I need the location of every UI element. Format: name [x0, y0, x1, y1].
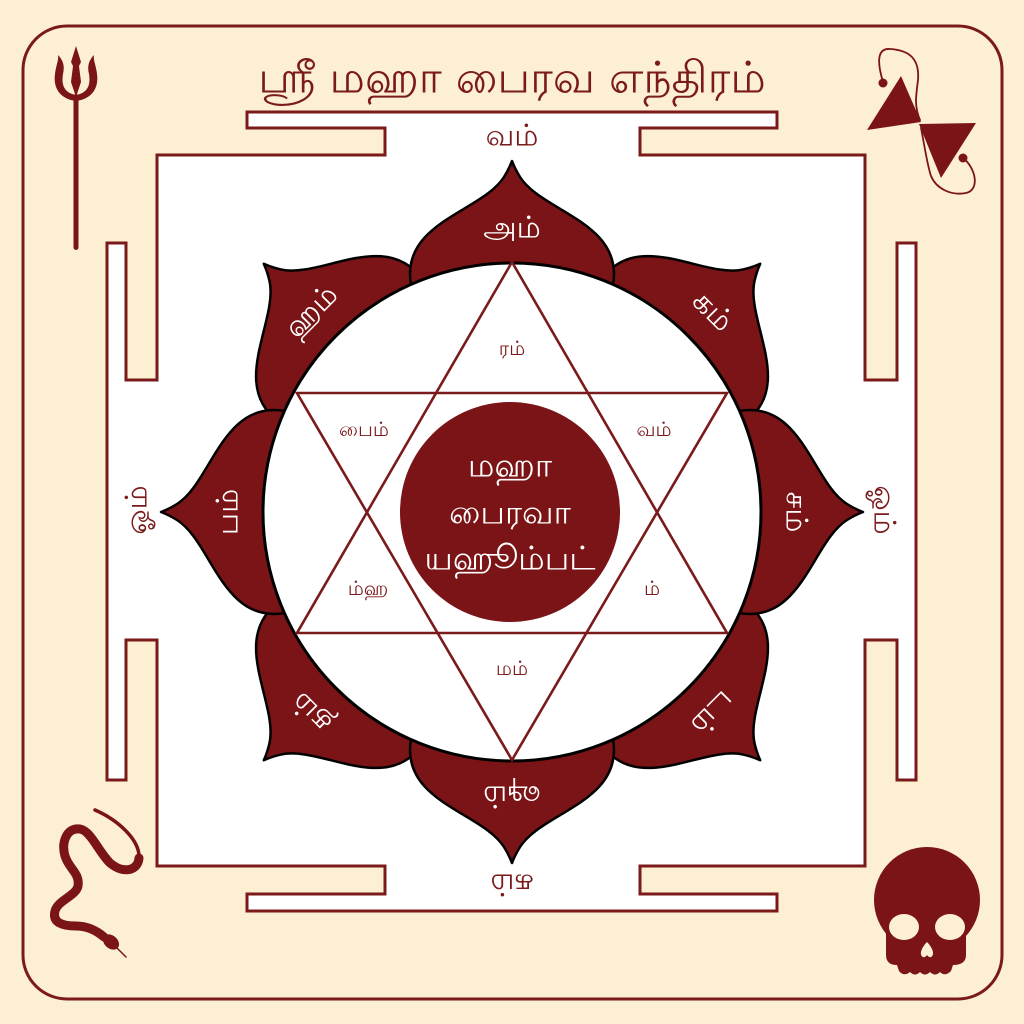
star-triangle-up [294, 259, 730, 635]
star-label-upper-left: பைம் [339, 417, 389, 441]
gate-label-left: ஓம் [120, 485, 156, 534]
star-triangle-down [294, 391, 730, 763]
petal-label: அம் [483, 211, 540, 246]
petal-label: பம் [211, 489, 246, 535]
petal-label: சம் [779, 492, 814, 533]
center-line-2: பைரவா [449, 493, 571, 532]
snake-icon [50, 808, 144, 958]
gate-label-bottom: கம் [490, 867, 533, 902]
petal-right: சம் [737, 408, 865, 616]
star-label-upper-right: வம் [636, 417, 671, 441]
page-title: ஸ்ரீ மஹா பைரவ எந்திரம் [258, 53, 765, 108]
trident-icon [54, 46, 98, 250]
petal-label: ஷம் [483, 779, 541, 814]
center-line-1: மஹா [468, 446, 553, 486]
petal-left: பம் [159, 408, 287, 616]
skull-icon [874, 847, 980, 975]
petal-top: அம் [408, 159, 616, 287]
star-label-lower-right: ம் [644, 576, 660, 600]
star-label-bottom: மம் [496, 656, 528, 680]
gate-label-top: வம் [486, 119, 539, 154]
petal-bottom: ஷம் [408, 737, 616, 865]
center-line-3: யஹூம்பட் [424, 539, 595, 579]
center-circle [400, 402, 620, 622]
star-label-top: ரம் [499, 336, 525, 360]
damaru-icon [867, 48, 976, 195]
outer-frame [21, 24, 1004, 1001]
gate-label-right: ஓம் [866, 485, 902, 534]
star-label-lower-left: ம்ஹ [348, 576, 389, 601]
